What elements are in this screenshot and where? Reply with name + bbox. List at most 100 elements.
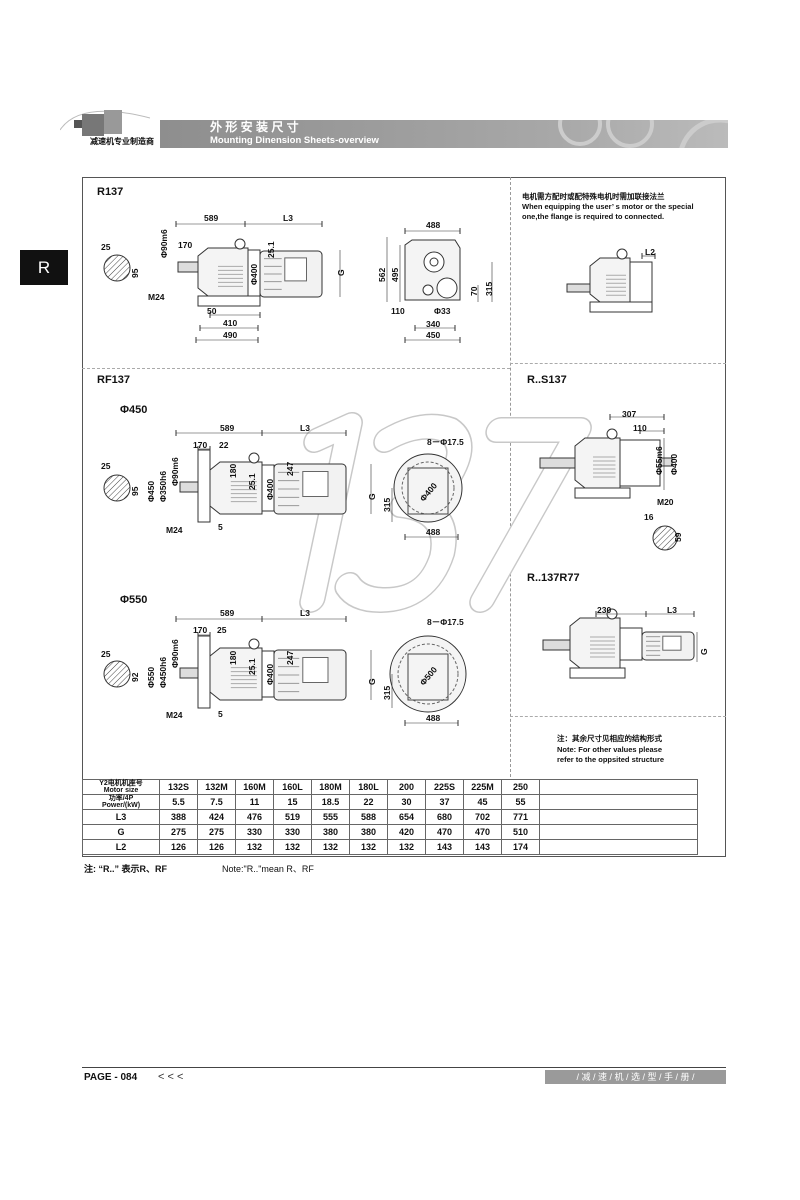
table-cell: 388 — [159, 809, 198, 825]
dim: 70 — [469, 286, 479, 296]
dim: 25.1 — [247, 658, 257, 675]
table-cell: 174 — [501, 839, 540, 855]
flange — [197, 635, 211, 709]
power-en: Power/(kW) — [101, 802, 141, 809]
dim: 247 — [285, 650, 295, 665]
gearbox-body — [209, 461, 263, 515]
output-shaft — [659, 457, 673, 467]
dim: Φ400 — [249, 263, 259, 285]
dim: Φ90m6 — [170, 639, 180, 668]
foot — [589, 301, 653, 313]
table-cell: 250 — [501, 779, 540, 795]
empty-cell — [539, 839, 698, 855]
foot — [569, 667, 626, 679]
flange-450-title: Φ450 — [120, 404, 148, 416]
gearbox-outline — [407, 653, 449, 701]
dim: Φ400 — [669, 453, 679, 475]
table-cell: 225S — [425, 779, 464, 795]
dim: M24 — [166, 525, 183, 535]
dim: Φ90m6 — [170, 457, 180, 486]
output-shaft — [177, 261, 201, 273]
shaft-section — [103, 474, 131, 502]
header-cn: Y2电机机座号 — [99, 780, 143, 787]
dim: L3 — [300, 423, 310, 433]
table-cell: 160M — [235, 779, 274, 795]
flange-face — [389, 635, 467, 713]
table-cell: 510 — [501, 824, 540, 840]
dim: Φ55m6 — [654, 446, 664, 475]
dim: Φ400 — [265, 478, 275, 500]
dim: 230 — [597, 605, 612, 615]
dim: 25 — [101, 649, 111, 659]
title-en: Mounting Dinension Sheets-overview — [210, 135, 379, 146]
dim: 25 — [101, 461, 111, 471]
dim: 170 — [193, 440, 208, 450]
dim: Φ450h6 — [158, 656, 168, 688]
footnote-cn: 注: “R..” 表示R、RF — [84, 864, 167, 874]
table-cell: 702 — [463, 809, 502, 825]
table-cell: 143 — [425, 839, 464, 855]
table-cell: 424 — [197, 809, 236, 825]
dim: 307 — [622, 409, 637, 419]
power-cn: 功率/4P — [108, 795, 134, 802]
dim: L2 — [645, 247, 655, 257]
table-cell: 200 — [387, 779, 426, 795]
shaft-circle — [429, 257, 439, 267]
dim: G — [336, 269, 346, 276]
table-cell: 22 — [349, 794, 388, 810]
gear-circle — [422, 284, 434, 296]
arrows: < < < — [158, 1071, 184, 1083]
dim: 589 — [220, 608, 235, 618]
shaft-section — [103, 254, 131, 282]
flange-note-en: one,the flange is required to connected. — [522, 212, 665, 221]
flange-550-title: Φ550 — [120, 594, 148, 606]
table-cell: 588 — [349, 809, 388, 825]
table-cell: 380 — [349, 824, 388, 840]
output-shaft — [566, 283, 591, 293]
table-cell: 476 — [235, 809, 274, 825]
drawing-frame — [82, 177, 726, 857]
row-label: L3 — [82, 809, 160, 825]
dim: 180 — [228, 650, 238, 665]
dim: 110 — [391, 306, 405, 316]
rs137-title: R..S137 — [527, 374, 567, 386]
dim: M24 — [166, 710, 183, 720]
table-cell: 5.5 — [159, 794, 198, 810]
dim: 50 — [207, 306, 217, 316]
table-cell: 132 — [311, 839, 350, 855]
dim: 8－Φ17.5 — [427, 437, 464, 447]
dim: G — [699, 648, 709, 655]
flange-note-cn: 电机需方配时或配特殊电机时需加联接法兰 — [522, 192, 665, 201]
table-cell: 380 — [311, 824, 350, 840]
table-cell: 420 — [387, 824, 426, 840]
dim: Φ350h6 — [158, 470, 168, 502]
table-cell: 519 — [273, 809, 312, 825]
dim: L3 — [667, 605, 677, 615]
output-shaft — [179, 481, 199, 493]
r137-title: R137 — [97, 186, 124, 198]
header-banner: 外 形 安 装 尺 寸 Mounting Dinension Sheets-ov… — [160, 120, 728, 148]
other-values-note: 注：其余尺寸见相应的结构形式 Note: For other values pl… — [557, 734, 664, 766]
dim: 5 — [218, 709, 223, 719]
gear-decoration-icon — [558, 120, 728, 148]
table-cell: 132S — [159, 779, 198, 795]
dim: 488 — [426, 713, 441, 723]
dim: L3 — [300, 608, 310, 618]
table-cell: 143 — [463, 839, 502, 855]
row-label: L2 — [82, 839, 160, 855]
lifting-eye — [248, 638, 260, 650]
table-cell: 132 — [235, 839, 274, 855]
dim: M24 — [148, 292, 165, 302]
dim: 315 — [382, 497, 392, 512]
gearbox-body — [209, 647, 263, 701]
section-divider — [510, 363, 726, 364]
brand-cn: 减速机专业制造商 — [86, 136, 158, 148]
table-cell: 160L — [273, 779, 312, 795]
dim: 25 — [217, 625, 227, 635]
lifting-eye — [606, 428, 618, 440]
